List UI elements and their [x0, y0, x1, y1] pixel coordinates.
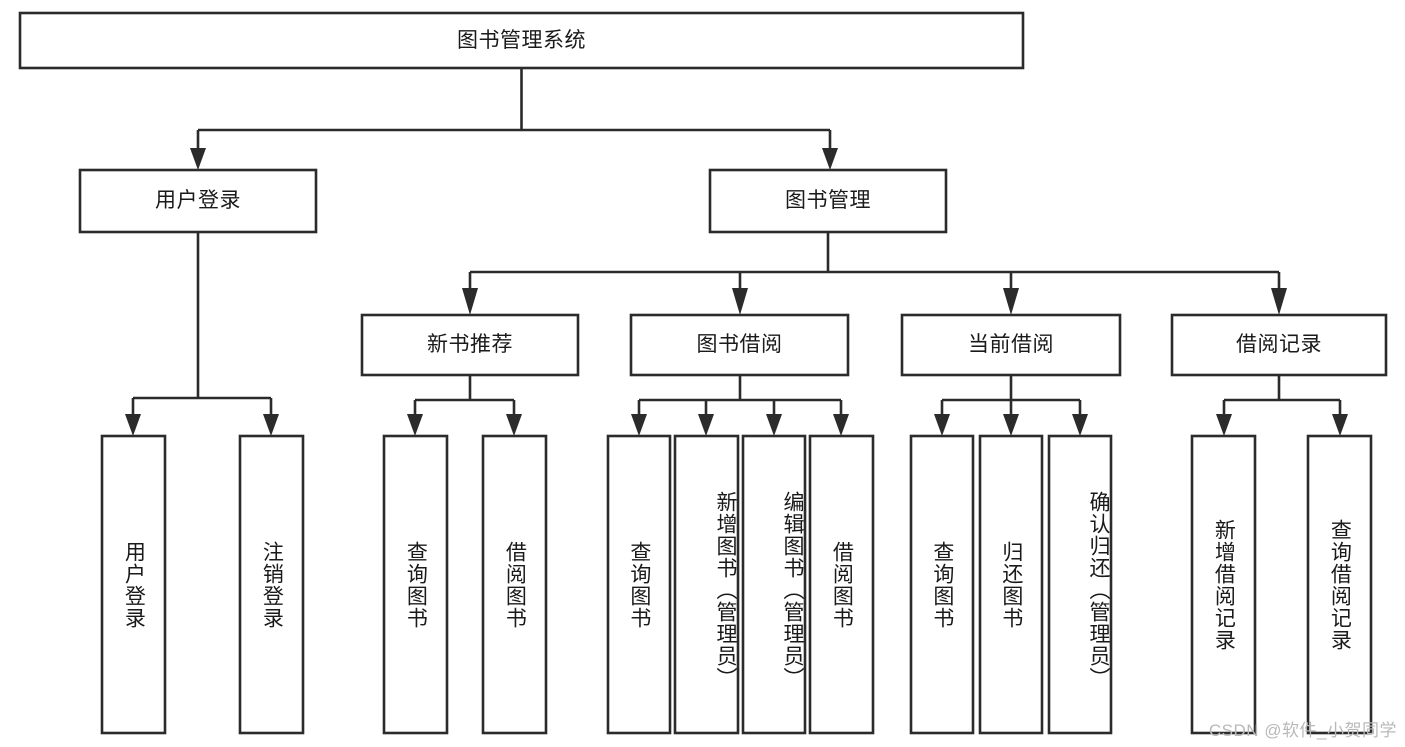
arrowhead-to-borrow-record: [1271, 288, 1287, 315]
node-root-book-management-system[interactable]: [18, 11, 1025, 70]
arrowhead-to-leaf-confirm-return: [1072, 414, 1088, 436]
arrowhead-to-user-login: [190, 148, 206, 170]
arrowhead-to-leaf-edit-book: [766, 414, 782, 436]
node-leaf-user-logout[interactable]: [238, 434, 305, 735]
arrowhead-to-book-management: [822, 148, 838, 170]
arrowhead-to-leaf-user-logout: [263, 414, 279, 436]
node-leaf-query-record[interactable]: [1306, 434, 1373, 735]
arrowhead-to-leaf-user-login: [125, 414, 141, 436]
node-leaf-add-book[interactable]: [673, 434, 740, 735]
arrowhead-to-leaf-query-book-1: [407, 414, 423, 436]
node-leaf-edit-book[interactable]: [741, 434, 807, 735]
node-leaf-add-record[interactable]: [1190, 434, 1257, 735]
node-borrow-record[interactable]: [1170, 313, 1388, 377]
node-leaf-query-book-2[interactable]: [606, 434, 672, 735]
arrowhead-to-leaf-query-book-3: [934, 414, 950, 436]
node-leaf-confirm-return[interactable]: [1047, 434, 1113, 735]
arrowhead-to-leaf-add-book: [698, 414, 714, 436]
arrowhead-to-new-book-recommend: [462, 288, 478, 315]
connector-borrow-record-to-leaves: [1222, 375, 1342, 414]
arrowhead-to-leaf-add-record: [1216, 414, 1232, 436]
node-book-borrow[interactable]: [629, 313, 850, 377]
connector-book-management-to-level3-bus: [468, 232, 1281, 288]
arrowhead-to-leaf-return-book: [1003, 414, 1019, 436]
arrowhead-to-current-borrow: [1003, 288, 1019, 315]
node-new-book-recommend[interactable]: [360, 313, 580, 377]
connector-book-borrow-to-leaves: [637, 375, 843, 414]
node-leaf-borrow-book-1[interactable]: [481, 434, 548, 735]
arrowhead-to-leaf-query-book-2: [631, 414, 647, 436]
node-user-login[interactable]: [78, 168, 318, 234]
node-leaf-borrow-book-2[interactable]: [808, 434, 875, 735]
node-book-management[interactable]: [708, 168, 948, 234]
connector-new-book-recommend-to-leaves: [413, 375, 516, 414]
connector-current-borrow-to-leaves: [940, 375, 1082, 414]
node-current-borrow[interactable]: [900, 313, 1122, 377]
node-leaf-return-book[interactable]: [978, 434, 1044, 735]
node-leaf-query-book-3[interactable]: [909, 434, 975, 735]
arrowhead-to-book-borrow: [732, 288, 748, 315]
arrowhead-to-leaf-query-record: [1332, 414, 1348, 436]
node-leaf-query-book-1[interactable]: [382, 434, 449, 735]
connector-root-to-level2-bus: [196, 68, 832, 148]
arrowhead-to-leaf-borrow-book-1: [506, 414, 522, 436]
arrowhead-to-leaf-borrow-book-2: [833, 414, 849, 436]
connector-user-login-to-leaves: [131, 232, 273, 414]
node-leaf-user-login[interactable]: [100, 434, 167, 735]
